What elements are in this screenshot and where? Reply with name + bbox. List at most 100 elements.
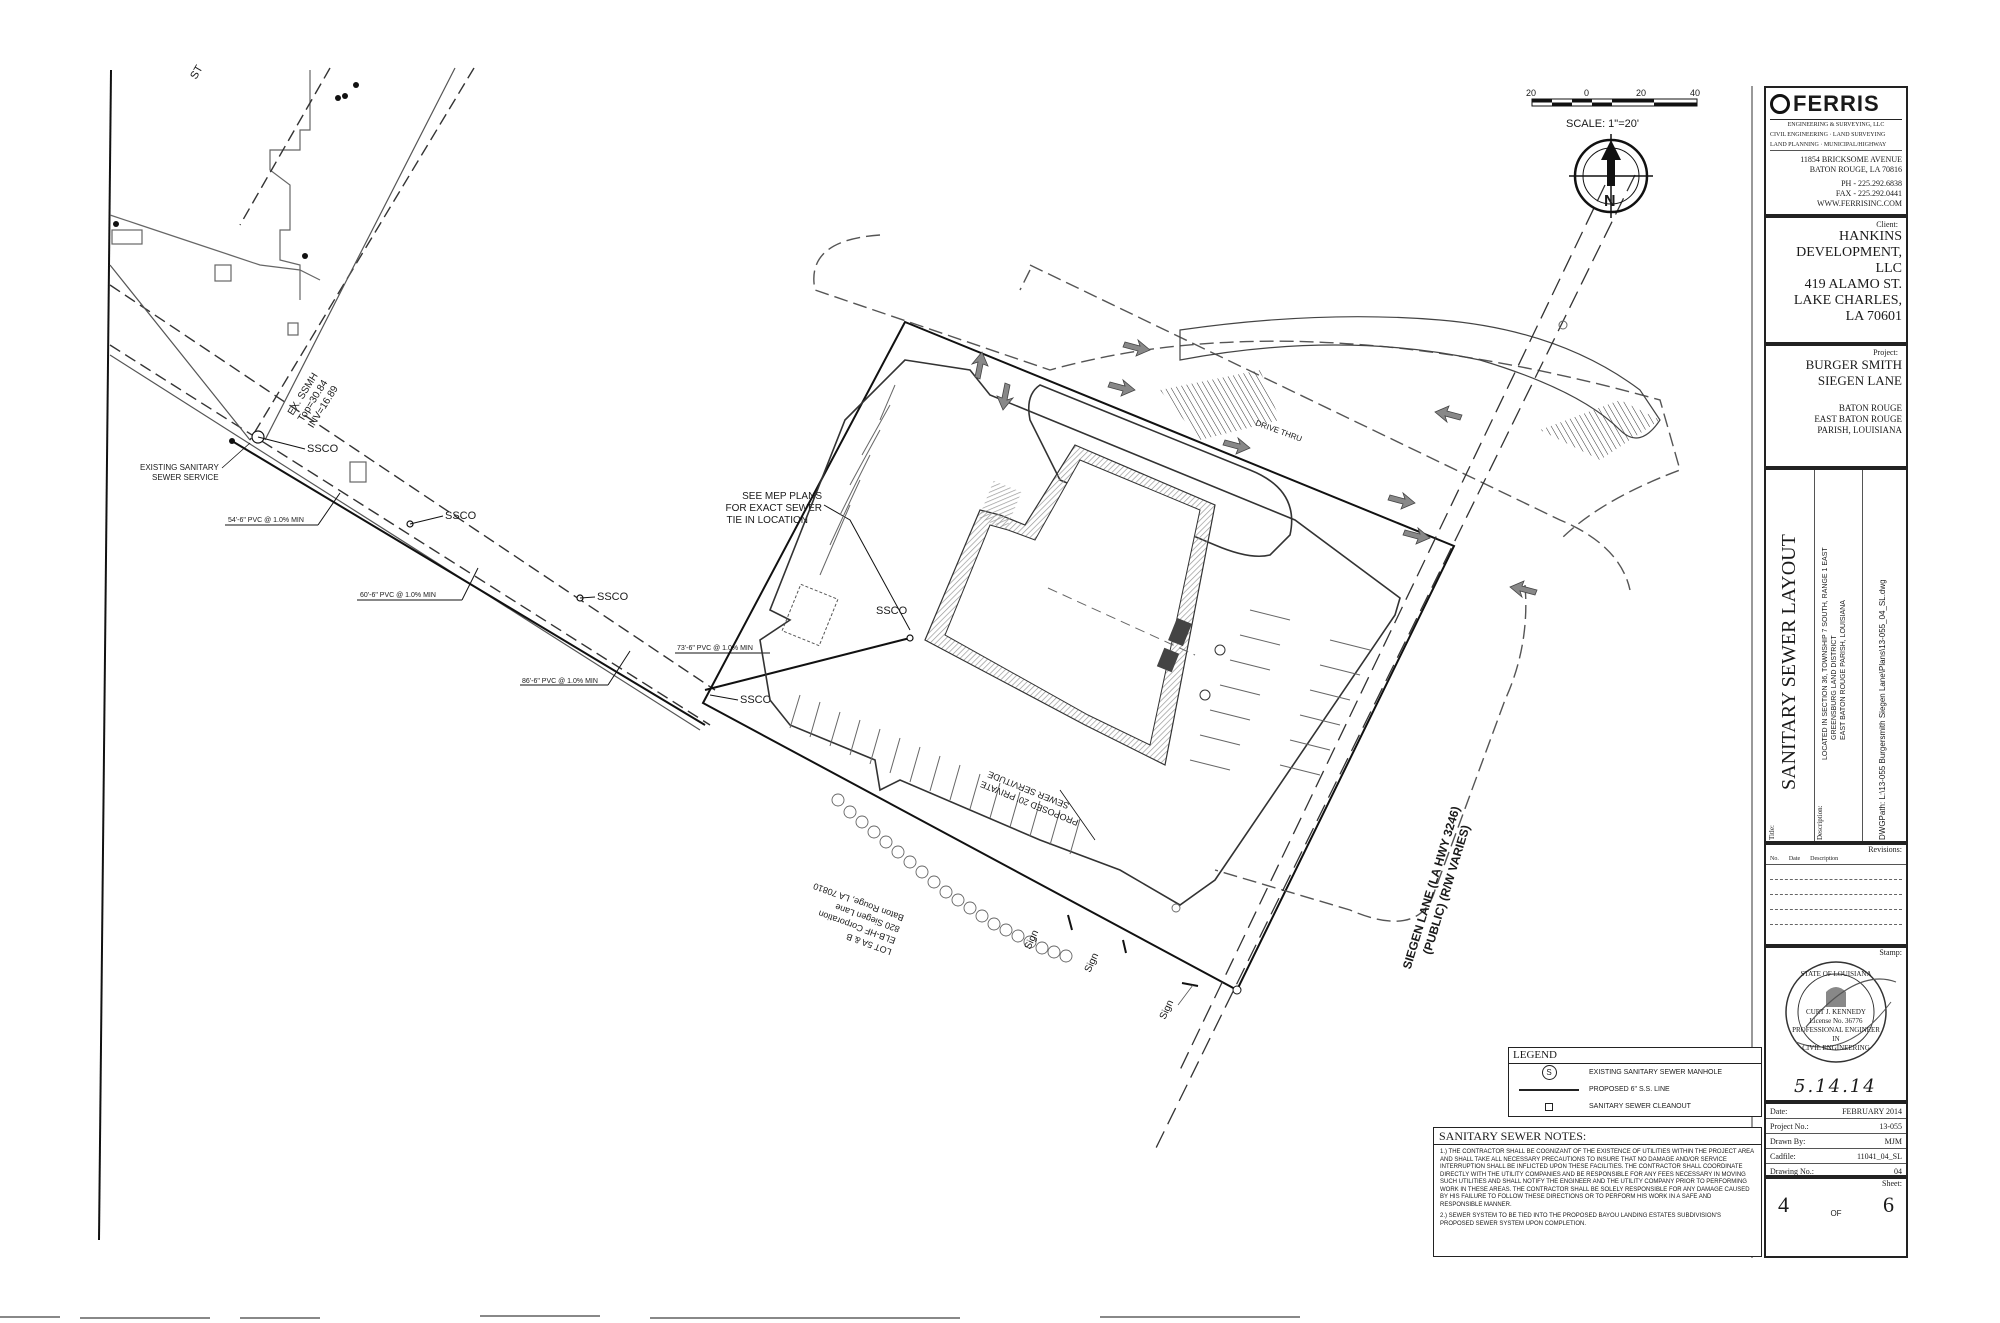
description-line-1: LOCATED IN SECTION 36, TOWNSHIP 7 SOUTH,… <box>1822 547 1829 760</box>
north-arrow <box>1569 134 1653 218</box>
date-value: FEBRUARY 2014 <box>1842 1106 1902 1116</box>
project-location-2: EAST BATON ROUGE <box>1814 414 1902 424</box>
pipe-callout-4: 73'-6" PVC @ 1.0% MIN <box>677 645 753 652</box>
drive-thru-label: DRIVE THRU <box>1254 418 1303 443</box>
description-line-2: GREENSBURG LAND DISTRICT <box>1831 635 1838 740</box>
company-services-2: LAND PLANNING · MUNICIPAL/HIGHWAY <box>1770 140 1902 151</box>
pipe-callout-leaders <box>225 492 770 686</box>
hatched-area-2 <box>1540 400 1660 460</box>
scale-tick-4: 40 <box>1690 88 1700 98</box>
ssco-label-4: SSCO <box>740 694 772 706</box>
street-label-fragment: ST <box>188 63 206 81</box>
client-label: Client: <box>1876 220 1898 229</box>
scale-tick-2: 0 <box>1584 88 1589 98</box>
hatched-area-1 <box>1160 370 1280 440</box>
sheet-total: 6 <box>1882 1192 1894 1217</box>
title-label: Title: <box>1768 825 1776 840</box>
ssco-label-5: SSCO <box>876 605 908 617</box>
project-line-1: BURGER SMITH <box>1805 357 1902 372</box>
rev-header-date: Date <box>1788 856 1801 862</box>
parking-stripes <box>789 384 1371 855</box>
right-of-way-lines <box>109 67 716 726</box>
legend-item: PROPOSED 6" S.S. LINE <box>1509 1081 1761 1098</box>
proposed-building <box>924 444 1216 766</box>
description-line-3: EAST BATON ROUGE PARISH, LOUISIANA <box>1840 600 1847 740</box>
client-line-5: LAKE CHARLES, <box>1793 293 1902 308</box>
pipe-callout-1: 54'-6" PVC @ 1.0% MIN <box>228 517 304 524</box>
stamp-license: License No. 36776 <box>1809 1017 1863 1025</box>
scan-edge <box>0 1315 1300 1319</box>
sign-leader <box>1177 984 1194 1006</box>
project-no-label: Project No.: <box>1770 1121 1809 1131</box>
stamp-professional: PROFESSIONAL ENGINEER <box>1792 1026 1880 1034</box>
sanitary-sewer-notes: SANITARY SEWER NOTES: 1.) THE CONTRACTOR… <box>1433 1127 1762 1257</box>
revision-row <box>1770 910 1902 925</box>
svg-text:SEE MEP PLANS: SEE MEP PLANS <box>742 491 822 502</box>
company-subtitle: ENGINEERING & SURVEYING, LLC <box>1787 122 1885 128</box>
stamp-state: STATE OF LOUISIANA <box>1800 970 1872 978</box>
rev-header-no: No. <box>1770 856 1779 862</box>
ssco-label-2: SSCO <box>445 510 477 522</box>
revision-row <box>1770 880 1902 895</box>
road-label: SIEGEN LANE (LA HWY 3246) (PUBLIC) (R/W … <box>1400 805 1473 971</box>
property-corner <box>1232 985 1242 995</box>
legend-title: LEGEND <box>1509 1048 1761 1064</box>
stamp-in: IN <box>1832 1035 1840 1043</box>
landscape-shrubs <box>831 793 1181 963</box>
legend-item: S EXISTING SANITARY SEWER MANHOLE <box>1509 1064 1761 1081</box>
legend-item-label: SANITARY SEWER CLEANOUT <box>1589 1103 1691 1110</box>
client-line-6: LA 70601 <box>1845 309 1902 324</box>
cleanouts <box>251 430 914 642</box>
stamp-civil: CIVIL ENGINEERING <box>1802 1044 1870 1052</box>
revision-row <box>1770 895 1902 910</box>
existing-service-label-1: EXISTING SANITARY <box>140 463 219 472</box>
existing-service-label-2: SEWER SERVICE <box>152 473 219 482</box>
company-address-1: 11854 BRICKSOME AVENUE <box>1800 155 1902 164</box>
title-block-project: Project: BURGER SMITH SIEGEN LANE BATON … <box>1764 344 1908 468</box>
sign-markers <box>1067 914 1199 987</box>
ssco-label-1: SSCO <box>307 443 339 455</box>
drawn-by-label: Drawn By: <box>1770 1136 1806 1146</box>
project-location-1: BATON ROUGE <box>1838 403 1902 413</box>
rev-header-description: Description <box>1810 856 1839 862</box>
notes-title: SANITARY SEWER NOTES: <box>1434 1128 1761 1145</box>
sheet-label: Sheet: <box>1882 1179 1902 1188</box>
sheet-number: 4 <box>1778 1192 1789 1217</box>
date-label: Date: <box>1770 1106 1788 1116</box>
title-block-revisions: Revisions: No. Date Description <box>1764 843 1908 946</box>
stamp-engineer: CURT J. KENNEDY <box>1806 1008 1866 1016</box>
drawing-no-value: 04 <box>1894 1167 1902 1176</box>
siegen-lane-lines <box>1154 174 1636 1151</box>
client-line-1: HANKINS <box>1839 229 1902 244</box>
cleanout-icon <box>1545 1102 1553 1111</box>
title-block-info: Date:FEBRUARY 2014 Project No.:13-055 Dr… <box>1764 1102 1908 1177</box>
adjacent-lot-label: LOT 5A & B ELB-HF Corporation 820 Siegen… <box>812 881 905 957</box>
title-block-title: SANITARY SEWER LAYOUT Title: LOCATED IN … <box>1764 468 1908 843</box>
north-label: N <box>1604 193 1616 210</box>
client-line-4: 419 ALAMO ST. <box>1804 277 1902 292</box>
svg-text:TIE IN LOCATION: TIE IN LOCATION <box>727 515 809 526</box>
ssco-label-3: SSCO <box>597 591 629 603</box>
company-address-2: BATON ROUGE, LA 70816 <box>1809 165 1902 174</box>
description-label: Description: <box>1816 805 1824 840</box>
ssco-leaders <box>257 436 739 701</box>
legend: LEGEND S EXISTING SANITARY SEWER MANHOLE… <box>1508 1047 1762 1117</box>
ferris-logo-icon <box>1770 94 1790 114</box>
company-phone: PH - 225.292.6838 <box>1841 179 1902 188</box>
sheet-title: SANITARY SEWER LAYOUT <box>1778 534 1800 790</box>
existing-street-line <box>109 67 701 731</box>
sign-label-2: Sign <box>1083 951 1101 974</box>
mep-note-leader <box>823 504 911 631</box>
company-services-1: CIVIL ENGINEERING · LAND SURVEYING <box>1770 132 1886 138</box>
revisions-label: Revisions: <box>1868 845 1902 854</box>
pipe-callout-3: 86'-6" PVC @ 1.0% MIN <box>522 678 598 685</box>
title-block-company: FERRIS ENGINEERING & SURVEYING, LLC CIVI… <box>1764 86 1908 216</box>
adjacent-building-outline <box>109 70 367 483</box>
svg-text:FOR EXACT SEWER: FOR EXACT SEWER <box>726 503 823 514</box>
entry-marker <box>1156 647 1180 673</box>
company-logo: FERRIS <box>1793 91 1880 116</box>
existing-poles <box>113 82 359 444</box>
title-block-stamp: Stamp: STATE OF LOUISIANA CURT J. KENNED… <box>1764 946 1908 1102</box>
servitude-label: PROPOSED 20' PRIVATE SEWER SERVITUDE <box>979 769 1080 828</box>
